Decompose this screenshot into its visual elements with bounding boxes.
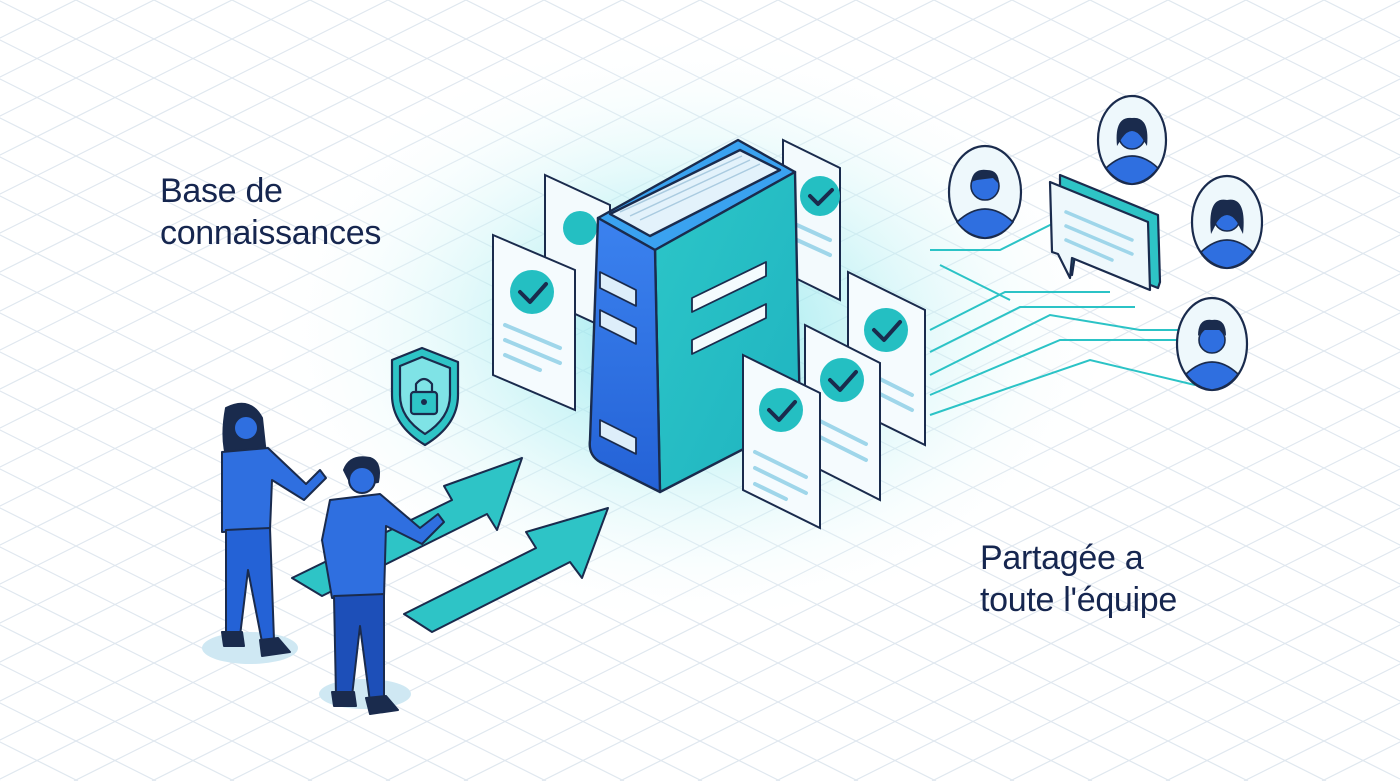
grid-line — [931, 546, 1400, 781]
user-avatar-icon — [1175, 296, 1249, 392]
shared-caption: Partagée a toute l'équipe — [980, 537, 1177, 621]
grid-line — [0, 0, 623, 312]
chat-bubble-icon — [1048, 173, 1162, 292]
grid-line — [697, 429, 1400, 781]
caption-line: Partagée a — [980, 539, 1144, 577]
document-check-icon — [742, 353, 821, 530]
grid-line — [0, 663, 235, 781]
grid-line — [853, 507, 1400, 781]
grid-line — [777, 0, 1400, 312]
user-avatar-icon — [1190, 174, 1264, 270]
grid-line — [541, 351, 1400, 781]
grid-line — [385, 273, 1400, 781]
grid-line — [1009, 585, 1400, 781]
user-avatar-icon — [947, 144, 1023, 240]
grid-line — [1167, 0, 1400, 117]
grid-line — [0, 390, 781, 781]
connection-lines — [929, 219, 1196, 416]
grid-line — [0, 0, 311, 156]
grid-line — [775, 468, 1400, 781]
grid-line — [0, 429, 703, 781]
grid-line — [0, 585, 391, 781]
shield-lock-icon — [390, 346, 460, 447]
grid-line — [933, 0, 1400, 234]
grid-line — [0, 0, 545, 273]
grid-line — [1321, 741, 1400, 781]
user-avatar-icon — [1096, 94, 1168, 186]
grid-line — [0, 351, 859, 781]
grid-line — [0, 312, 937, 781]
caption-line: connaissances — [160, 214, 382, 252]
knowledge-base-caption: Base de connaissances — [160, 170, 381, 254]
grid-line — [1323, 0, 1400, 39]
person-icon — [319, 456, 445, 715]
grid-line — [0, 741, 79, 781]
caption-line: Base de — [160, 172, 283, 210]
grid-line — [0, 273, 1015, 781]
caption-line: toute l'équipe — [980, 581, 1178, 619]
grid-line — [1165, 663, 1400, 781]
document-check-icon — [492, 233, 576, 412]
grid-line — [1089, 0, 1400, 156]
grid-line — [1087, 624, 1400, 781]
grid-line — [0, 0, 77, 39]
grid-line — [619, 390, 1400, 781]
grid-line — [0, 624, 313, 781]
grid-line — [1011, 0, 1400, 195]
person-icon — [202, 402, 327, 664]
grid-line — [0, 0, 467, 234]
grid-line — [0, 0, 233, 117]
grid-line — [0, 0, 389, 195]
grid-line — [463, 312, 1400, 781]
document-check-icon — [804, 323, 881, 502]
